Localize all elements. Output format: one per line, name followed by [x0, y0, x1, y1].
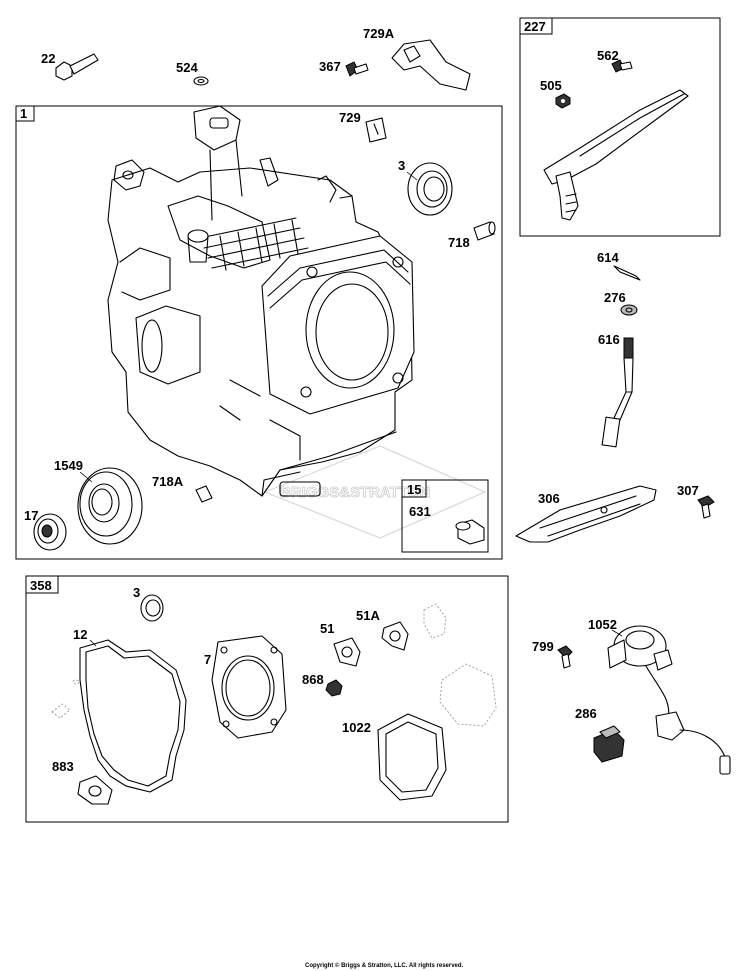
part-1052-label: 1052 — [588, 617, 617, 632]
part-51A-label: 51A — [356, 608, 380, 623]
dipstick-box-label: 15 — [407, 482, 421, 497]
part-17-bearing — [33, 513, 67, 551]
part-614-clip — [613, 265, 641, 281]
part-3-oil-seal-top — [407, 162, 453, 216]
dipstick-box — [401, 479, 489, 553]
faint-gasket-upper-right — [423, 603, 447, 639]
part-868-label: 868 — [302, 672, 324, 687]
part-governor-lever — [543, 89, 689, 221]
part-718-dowel — [473, 221, 496, 241]
part-7-head-gasket — [211, 635, 287, 739]
part-524-washer — [193, 76, 209, 86]
part-306-baffle-plate — [515, 485, 657, 543]
brand-watermark: BRIGGS&STRATTON — [263, 445, 487, 539]
part-505-nut — [555, 93, 571, 109]
part-562-screw — [611, 59, 633, 73]
part-3-bottom-label: 3 — [133, 585, 140, 600]
part-729-label: 729 — [339, 110, 361, 125]
part-12-crankcase-gasket — [79, 639, 187, 793]
part-276-washer — [620, 304, 638, 316]
part-631-dipstick-plug — [455, 519, 485, 545]
part-22-bolt — [55, 53, 99, 81]
part-17-label: 17 — [24, 508, 38, 523]
part-51A-gasket — [381, 621, 409, 651]
part-729A-bracket — [391, 39, 471, 91]
crankcase-box-label: 1 — [20, 106, 27, 121]
faint-small-gasket-left — [51, 703, 71, 719]
part-631-label: 631 — [409, 504, 431, 519]
part-367-screw — [345, 61, 369, 77]
copyright-notice: Copyright © Briggs & Stratton, LLC. All … — [305, 962, 464, 969]
part-718A-label: 718A — [152, 474, 184, 489]
part-729A-label: 729A — [363, 26, 395, 41]
part-306-label: 306 — [538, 491, 560, 506]
part-1022-seal — [377, 713, 447, 801]
part-51-label: 51 — [320, 621, 334, 636]
part-286-clip — [593, 725, 625, 763]
part-22-label: 22 — [41, 51, 55, 66]
part-3-oil-seal-bottom — [140, 594, 164, 622]
crankcase-block-drawing — [107, 105, 415, 497]
governor-lever-box — [519, 17, 721, 237]
part-1052-oil-sensor — [607, 625, 731, 775]
part-3-top-label: 3 — [398, 158, 405, 173]
part-718-label: 718 — [448, 235, 470, 250]
part-718A-dowel — [195, 485, 213, 503]
part-505-label: 505 — [540, 78, 562, 93]
part-7-label: 7 — [204, 652, 211, 667]
gasket-set-box — [25, 575, 509, 823]
part-51-gasket — [333, 637, 361, 667]
crankcase-box — [15, 105, 503, 560]
part-307-screw — [697, 495, 715, 519]
part-307-label: 307 — [677, 483, 699, 498]
part-367-label: 367 — [319, 59, 341, 74]
part-562-label: 562 — [597, 48, 619, 63]
part-616-governor-shaft — [601, 337, 634, 448]
part-276-label: 276 — [604, 290, 626, 305]
faint-exhaust-gasket — [439, 663, 497, 727]
watermark-text: BRIGGS&STRATTON — [280, 484, 430, 501]
part-729-plug — [365, 117, 387, 143]
part-524-label: 524 — [176, 60, 198, 75]
gasket-set-box-label: 358 — [30, 578, 52, 593]
part-799-screw — [557, 645, 573, 669]
part-286-label: 286 — [575, 706, 597, 721]
part-883-gasket — [77, 775, 113, 805]
part-614-label: 614 — [597, 250, 619, 265]
part-1549-label: 1549 — [54, 458, 83, 473]
part-616-label: 616 — [598, 332, 620, 347]
part-868-nut — [325, 679, 343, 697]
governor-lever-box-label: 227 — [524, 19, 546, 34]
part-883-label: 883 — [52, 759, 74, 774]
part-12-label: 12 — [73, 627, 87, 642]
part-1022-label: 1022 — [342, 720, 371, 735]
part-799-label: 799 — [532, 639, 554, 654]
part-1549-bearing — [77, 467, 143, 545]
